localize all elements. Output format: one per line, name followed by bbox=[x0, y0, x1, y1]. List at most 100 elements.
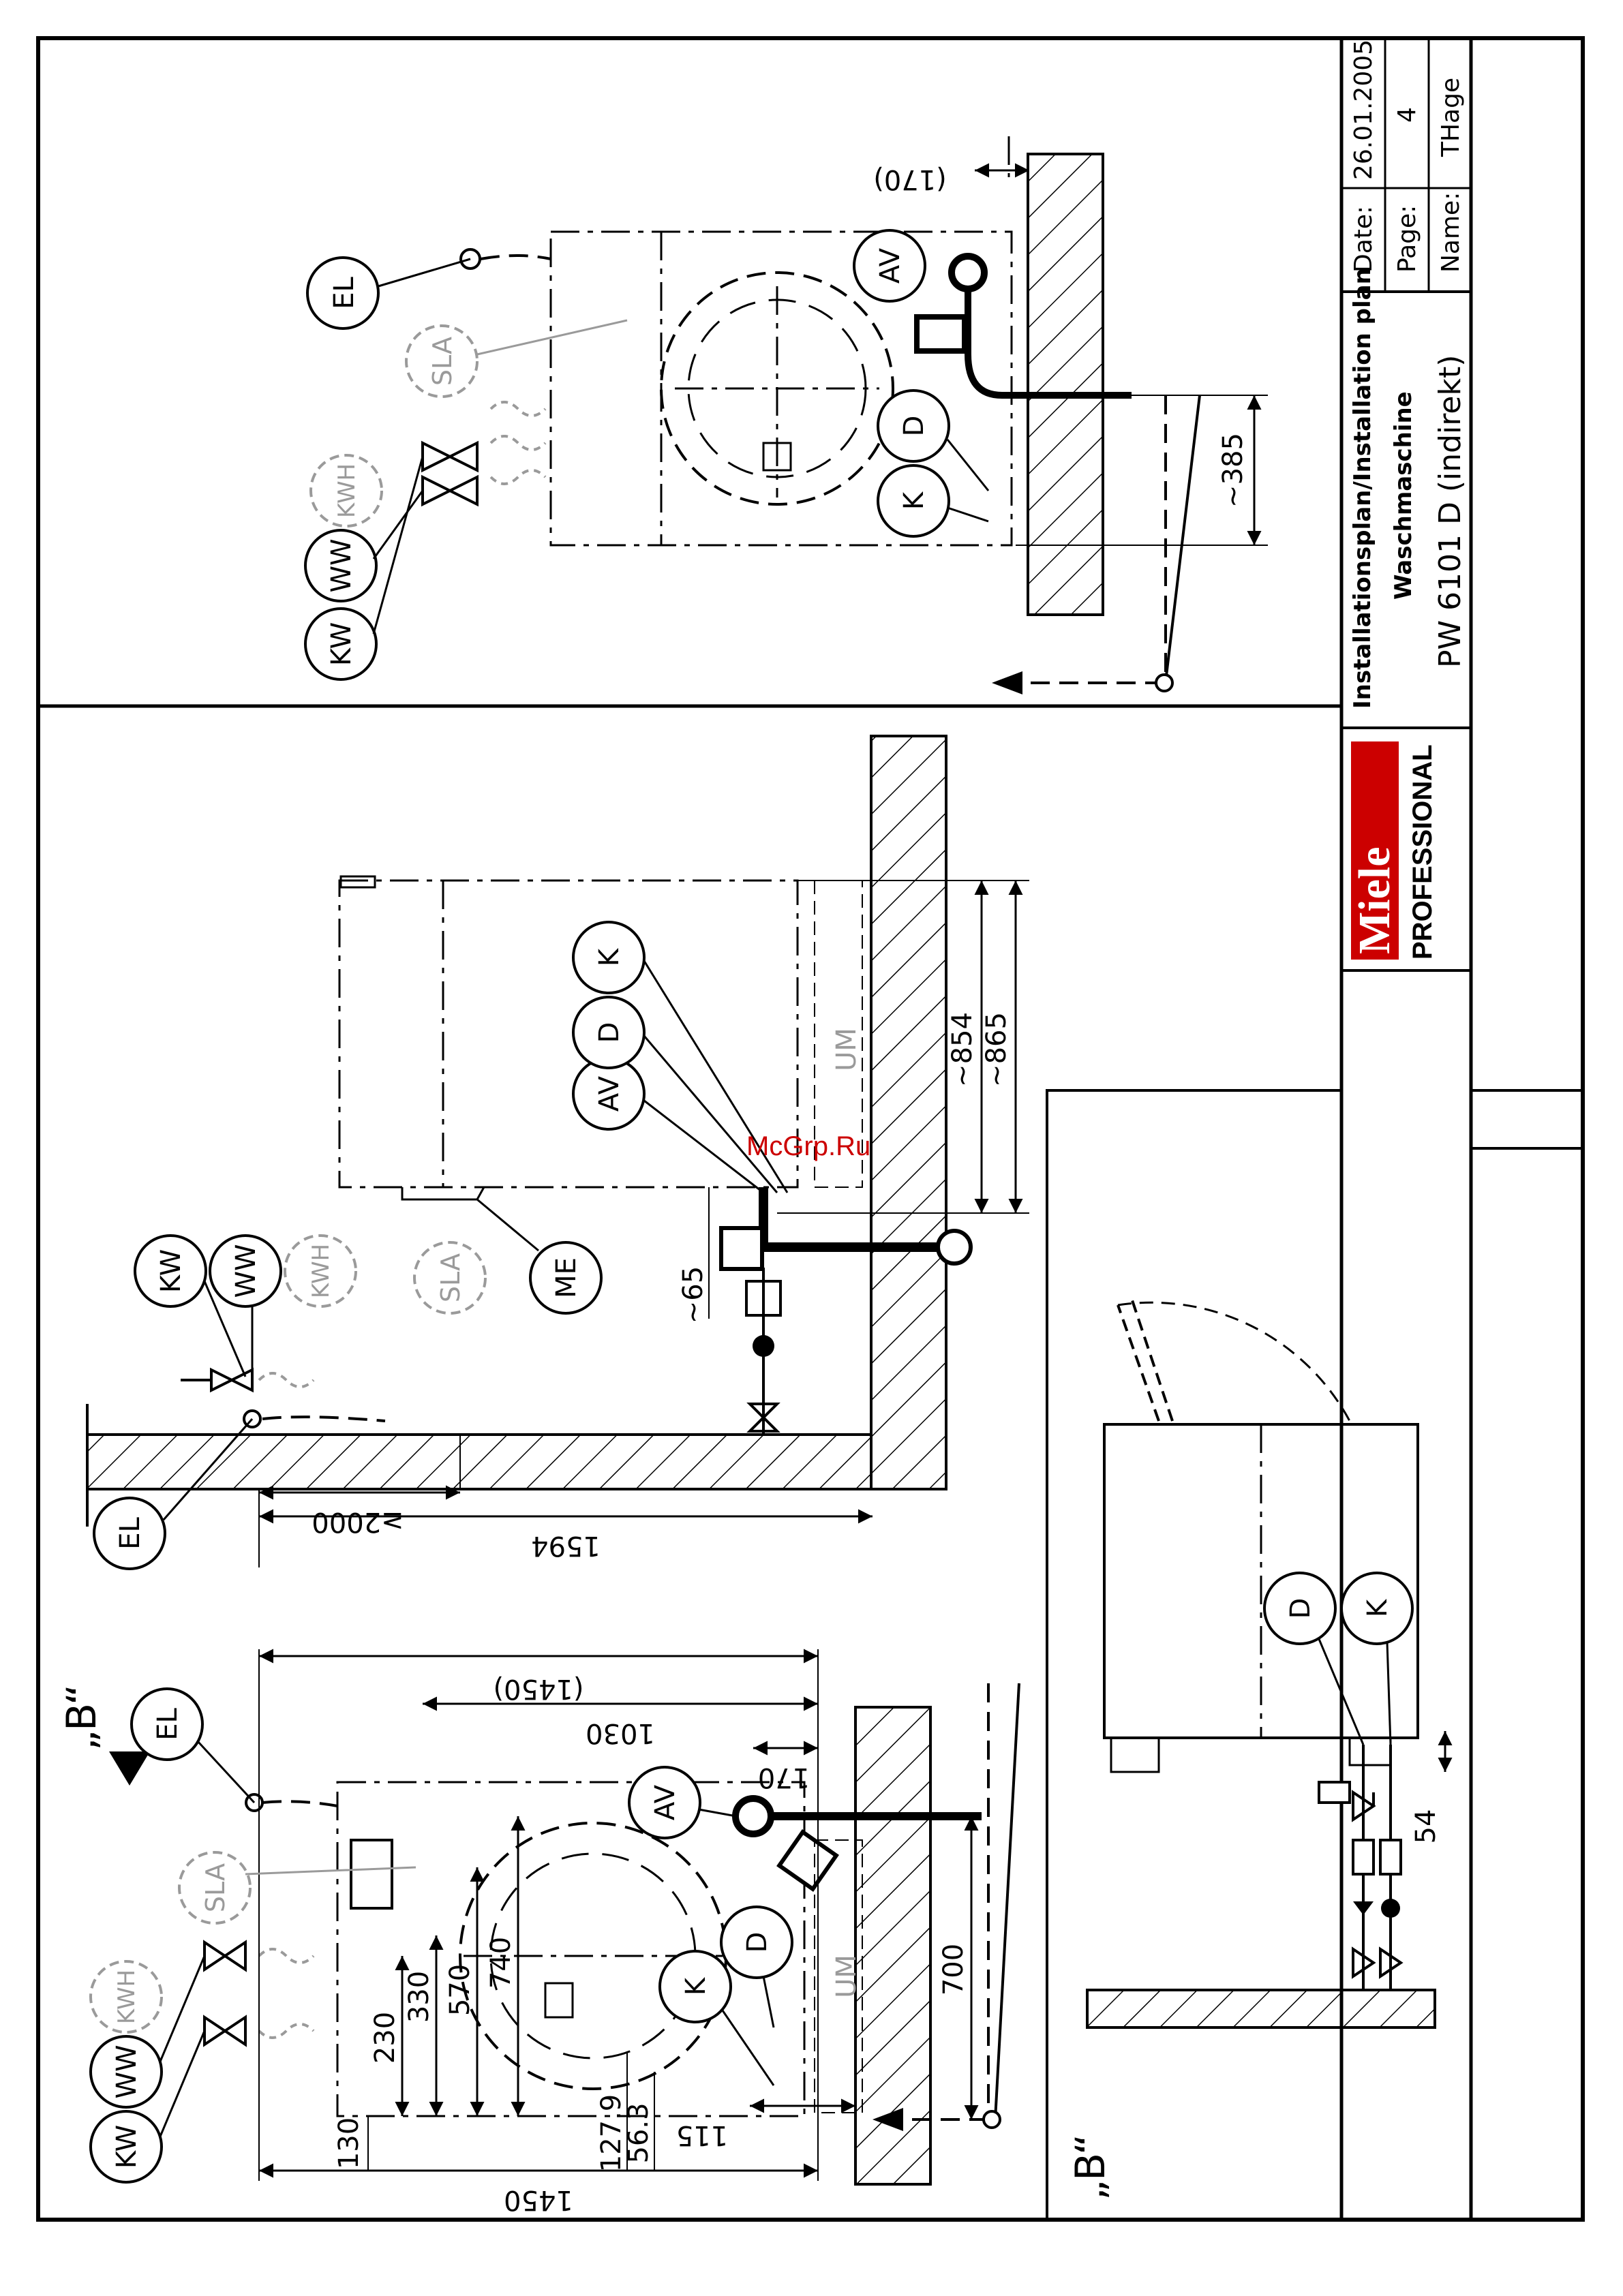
front-view: UM 1450 (1450) 1030 170 115 130 230 330 … bbox=[58, 1649, 1114, 2216]
detail-view-b: 54 D K bbox=[1046, 1089, 1453, 2221]
title-block: Date: 26.01.2005 Page: 4 Name: THage Ins… bbox=[1340, 37, 1472, 972]
callout-top-d bbox=[877, 389, 950, 463]
callout-front-k bbox=[658, 1950, 732, 2023]
page-label: Page: bbox=[1393, 205, 1421, 273]
view-marker-arrow bbox=[109, 1751, 150, 1786]
dim-front-740: 740 bbox=[485, 1937, 517, 1989]
date-value: 26.01.2005 bbox=[1350, 40, 1378, 180]
callout-front-av-label: AV bbox=[650, 1784, 681, 1820]
miele-logo-text: Miele bbox=[1350, 846, 1399, 954]
callout-side-sla-label: SLA bbox=[436, 1253, 466, 1302]
callout-front-kwh-label: KWH bbox=[113, 1970, 140, 2024]
callout-front-kw bbox=[89, 2110, 163, 2184]
callout-detail-k bbox=[1340, 1572, 1414, 1645]
callout-side-d bbox=[572, 996, 646, 1069]
callout-front-d-label: D bbox=[742, 1932, 773, 1953]
dim-side-65: ~65 bbox=[678, 1266, 709, 1323]
callout-side-el bbox=[93, 1497, 166, 1570]
callout-side-me-label: ME bbox=[551, 1257, 582, 1298]
callout-side-kw bbox=[134, 1234, 207, 1308]
callout-side-sla bbox=[413, 1241, 487, 1315]
callout-top-el bbox=[306, 256, 380, 330]
dim-front-1450-bottom: 1450 bbox=[504, 2184, 573, 2216]
side-view-wall bbox=[870, 735, 947, 1490]
callout-side-k-label: K bbox=[594, 947, 625, 966]
side-view: UM 1594 ≥2000 ~854 ~865 ~65 EL K bbox=[86, 735, 1029, 1570]
callout-side-av-label: AV bbox=[594, 1075, 625, 1112]
miele-logo-sub: PROFESSIONAL bbox=[1408, 744, 1438, 960]
callout-top-sla-label: SLA bbox=[427, 337, 457, 386]
dim-top-170: (170) bbox=[873, 164, 947, 195]
callout-top-av-label: AV bbox=[875, 247, 906, 284]
callout-side-ww bbox=[209, 1234, 282, 1308]
callout-side-kw-label: KW bbox=[155, 1249, 187, 1293]
dim-front-330: 330 bbox=[404, 1971, 435, 2023]
callout-front-el-label: EL bbox=[152, 1708, 183, 1741]
callout-top-d-label: D bbox=[898, 416, 930, 437]
front-um-label: UM bbox=[831, 1955, 862, 1998]
callout-side-ww-label: WW bbox=[230, 1244, 262, 1298]
sheet-border bbox=[36, 36, 1585, 2222]
callout-front-el bbox=[130, 1687, 204, 1761]
dim-side-865: ~865 bbox=[981, 1012, 1012, 1087]
dim-front-700: 700 bbox=[938, 1944, 969, 1995]
callout-top-sla bbox=[405, 324, 479, 398]
callout-detail-d bbox=[1263, 1572, 1337, 1645]
callout-top-av bbox=[853, 229, 926, 303]
callout-side-me bbox=[529, 1241, 603, 1315]
dim-front-170: 170 bbox=[758, 1762, 810, 1793]
machine-type: Waschmaschine bbox=[1390, 391, 1417, 600]
side-um-label: UM bbox=[831, 1028, 862, 1071]
callout-top-kw bbox=[304, 607, 378, 681]
callout-top-kw-label: KW bbox=[326, 622, 357, 666]
callout-front-sla bbox=[178, 1851, 252, 1925]
dim-front-230: 230 bbox=[369, 2012, 401, 2064]
callout-front-d bbox=[720, 1905, 793, 1979]
callout-top-k bbox=[877, 464, 950, 538]
callout-top-kwh bbox=[309, 454, 383, 527]
dim-front-1450-paren: (1450) bbox=[493, 1673, 583, 1704]
top-view: (170) ~385 EL SLA KWH WW KW AV bbox=[304, 136, 1268, 694]
callout-front-k-label: K bbox=[680, 1976, 712, 1995]
callout-front-kw-label: KW bbox=[111, 2125, 142, 2169]
date-label: Date: bbox=[1350, 206, 1378, 273]
callout-top-kwh-label: KWH bbox=[333, 463, 361, 518]
callout-detail-d-label: D bbox=[1285, 1598, 1316, 1619]
dim-front-570: 570 bbox=[444, 1964, 476, 2016]
callout-side-kwh-label: KWH bbox=[307, 1244, 335, 1298]
model-name: PW 6101 D (indirekt) bbox=[1433, 355, 1468, 668]
callout-front-sla-label: SLA bbox=[200, 1863, 230, 1912]
callout-side-el-label: EL bbox=[115, 1517, 146, 1550]
dim-front-115: 115 bbox=[676, 2119, 728, 2151]
dim-side-2000: ≥2000 bbox=[312, 1506, 404, 1537]
callout-front-ww bbox=[89, 2035, 163, 2109]
callout-top-ww-label: WW bbox=[326, 538, 357, 592]
dim-side-854: ~854 bbox=[947, 1012, 978, 1087]
dim-front-130: 130 bbox=[333, 2117, 365, 2169]
callout-side-d-label: D bbox=[594, 1022, 625, 1043]
page-value: 4 bbox=[1393, 107, 1421, 123]
dim-side-1594: 1594 bbox=[531, 1530, 601, 1561]
callout-front-av bbox=[628, 1766, 701, 1839]
front-view-wall bbox=[854, 1706, 932, 2186]
detail-floor bbox=[1086, 1989, 1436, 2029]
plan-title: Installationsplan/Installation plan bbox=[1349, 268, 1376, 709]
callout-top-ww bbox=[304, 529, 378, 602]
view-marker-top: „B“ bbox=[58, 1684, 106, 1751]
dim-front-1030: 1030 bbox=[586, 1717, 655, 1749]
callout-top-el-label: EL bbox=[329, 277, 360, 309]
callout-front-kwh bbox=[89, 1960, 163, 2034]
callout-top-k-label: K bbox=[898, 491, 930, 510]
name-value: THage bbox=[1437, 78, 1465, 157]
callout-front-ww-label: WW bbox=[111, 2045, 142, 2098]
callout-side-kwh bbox=[284, 1234, 357, 1308]
watermark: McGrp.Ru bbox=[746, 1131, 870, 1161]
side-view-floor bbox=[86, 1433, 873, 1490]
view-marker-bottom: „B“ bbox=[1067, 2134, 1114, 2201]
dim-top-385: ~385 bbox=[1217, 433, 1249, 508]
top-view-wall bbox=[1027, 153, 1104, 616]
dim-front-127-9: 127.9 bbox=[596, 2094, 627, 2173]
callout-side-k bbox=[572, 921, 646, 994]
miele-logo: Miele PROFESSIONAL bbox=[1350, 741, 1438, 960]
